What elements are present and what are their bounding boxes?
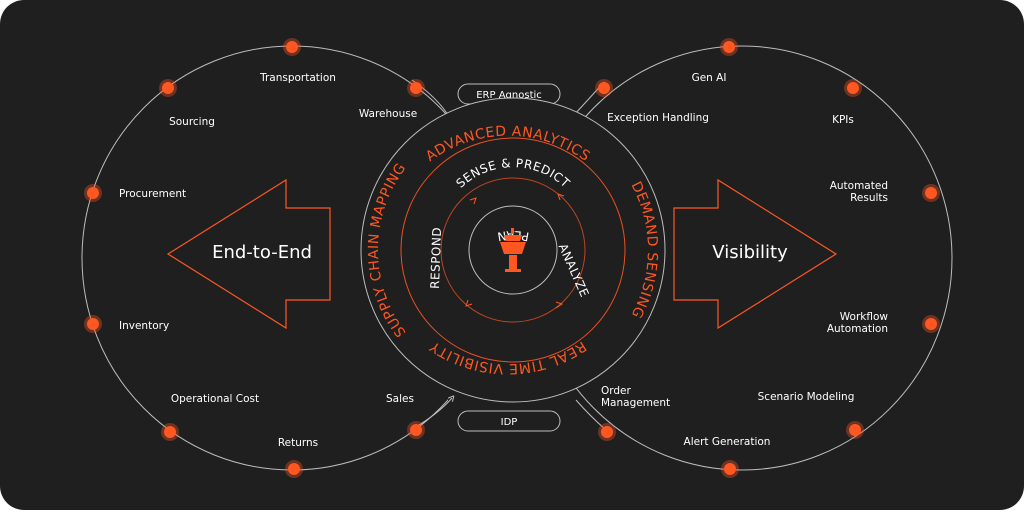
node-label: Workflow Automation xyxy=(826,311,888,335)
center-core-circle xyxy=(468,205,558,295)
left-arrow-label: End-to-End xyxy=(212,242,312,263)
node-label: Sales xyxy=(386,393,414,405)
node-label: Alert Generation xyxy=(684,436,771,448)
pill-idp: IDP xyxy=(457,410,561,432)
node-label: Warehouse xyxy=(359,108,417,120)
node-kpis: KPIs xyxy=(832,79,862,126)
node-automated-results: Automated Results xyxy=(829,180,940,204)
node-label: Inventory xyxy=(119,320,169,332)
node-transportation: Transportation xyxy=(259,38,336,84)
pill-bottom-label: IDP xyxy=(501,417,518,428)
left-arrow-shape xyxy=(166,178,331,330)
node-gen-ai: Gen AI xyxy=(692,38,738,84)
center-inner-ring xyxy=(440,177,586,323)
inner-ring-label-left: RESPOND xyxy=(428,227,444,289)
right-arrow-shape xyxy=(673,178,838,330)
node-label: Order Management xyxy=(601,385,671,409)
node-order-management: Order Management xyxy=(598,385,671,441)
node-procurement: Procurement xyxy=(84,184,186,202)
pill-top-label: ERP Agnostic xyxy=(476,90,542,101)
node-label: Returns xyxy=(278,437,318,449)
node-label: Scenario Modeling xyxy=(758,391,855,403)
right-loop-nodes: Gen AI Exception Handling KPIs Automated… xyxy=(595,38,940,478)
node-alert-generation: Alert Generation xyxy=(684,436,771,478)
node-label: Automated Results xyxy=(829,180,888,204)
node-label: Gen AI xyxy=(692,72,727,84)
node-warehouse: Warehouse xyxy=(359,79,425,120)
node-label: Sourcing xyxy=(169,116,215,128)
control-tower-icon xyxy=(500,228,526,272)
node-label: Procurement xyxy=(119,188,186,200)
node-sales: Sales xyxy=(386,393,425,439)
right-arrow-label: Visibility xyxy=(712,242,788,263)
node-label: Transportation xyxy=(259,72,336,84)
node-label: Exception Handling xyxy=(607,112,709,124)
inner-ring-arrows xyxy=(465,193,565,309)
node-label: Operational Cost xyxy=(171,393,259,405)
node-workflow-automation: Workflow Automation xyxy=(826,311,940,335)
node-inventory: Inventory xyxy=(84,315,169,333)
left-loop-nodes: Transportation Warehouse Sourcing Procur… xyxy=(84,38,425,478)
node-returns: Returns xyxy=(278,437,318,478)
node-scenario-modeling: Scenario Modeling xyxy=(758,391,864,439)
node-exception-handling: Exception Handling xyxy=(595,79,709,124)
node-label: KPIs xyxy=(832,114,854,126)
center-dashed-ring xyxy=(400,137,626,363)
node-sourcing: Sourcing xyxy=(159,79,215,128)
node-operational-cost: Operational Cost xyxy=(161,393,259,441)
